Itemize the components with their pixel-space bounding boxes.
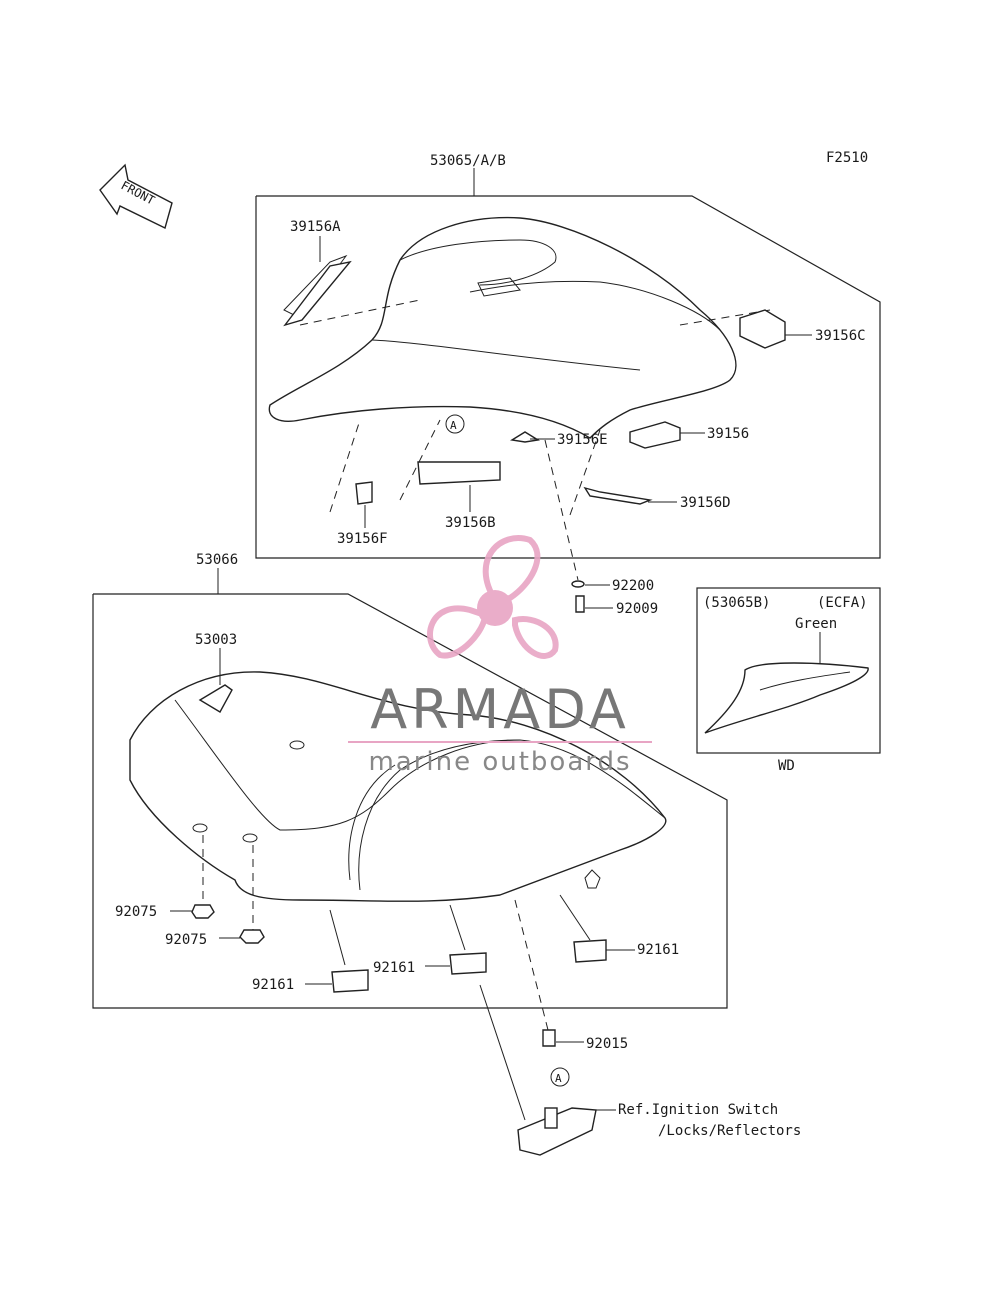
nut-2-part (239, 929, 265, 944)
inset-cover-part (704, 662, 869, 734)
watermark-logo-icon (427, 535, 559, 659)
circle-a-lower: A (555, 1072, 562, 1085)
collar-part (571, 580, 585, 588)
callout-bolt-2: 92015 (586, 1036, 628, 1052)
inset-variant: (53065B) (703, 595, 770, 611)
callout-pad-b: 39156B (445, 515, 496, 531)
callout-bolt: 92009 (616, 601, 658, 617)
pad-e-part (510, 431, 540, 443)
pad-b-part (417, 461, 501, 485)
callout-ref-line2: /Locks/Reflectors (658, 1123, 801, 1139)
callout-pad-a: 39156A (290, 219, 341, 235)
callout-pad-e: 39156E (557, 432, 608, 448)
watermark-tagline: marine outboards (368, 747, 631, 777)
callout-pad-f: 39156F (337, 531, 388, 547)
front-arrow-icon: FRONT (99, 163, 173, 229)
pad-c-part (739, 309, 786, 349)
damper-2-part (449, 952, 487, 975)
inset-model: WD (778, 758, 795, 774)
nut-1-part (191, 904, 215, 919)
latch-part (517, 1107, 597, 1156)
inset-color: Green (795, 616, 837, 632)
callout-ref-line1: Ref.Ignition Switch (618, 1102, 778, 1118)
pad-d-part (583, 486, 653, 505)
callout-seat-cover-assy: 53065/A/B (430, 153, 506, 169)
seat-drawing (129, 671, 667, 902)
callout-damper-2: 92161 (373, 960, 415, 976)
callout-seat-assy: 53066 (196, 552, 238, 568)
damper-1-part (331, 969, 369, 993)
inset-market: (ECFA) (817, 595, 868, 611)
callout-base: 53003 (195, 632, 237, 648)
figure-code: F2510 (826, 150, 868, 166)
callout-nut-1: 92075 (115, 904, 157, 920)
callout-pad: 39156 (707, 426, 749, 442)
pad-a-part (283, 260, 352, 327)
pad-part (629, 421, 681, 449)
watermark-brand: ARMADA (370, 678, 630, 741)
damper-3-part (573, 939, 607, 963)
callout-damper-3: 92161 (637, 942, 679, 958)
callout-damper-1: 92161 (252, 977, 294, 993)
bolt-2-part (542, 1029, 556, 1047)
callout-pad-d: 39156D (680, 495, 731, 511)
callout-collar: 92200 (612, 578, 654, 594)
callout-nut-2: 92075 (165, 932, 207, 948)
circle-a-upper: A (450, 419, 457, 432)
bolt-part (575, 595, 585, 613)
callout-pad-c: 39156C (815, 328, 866, 344)
seat-cover-drawing (268, 216, 771, 439)
pad-f-part (355, 481, 373, 505)
